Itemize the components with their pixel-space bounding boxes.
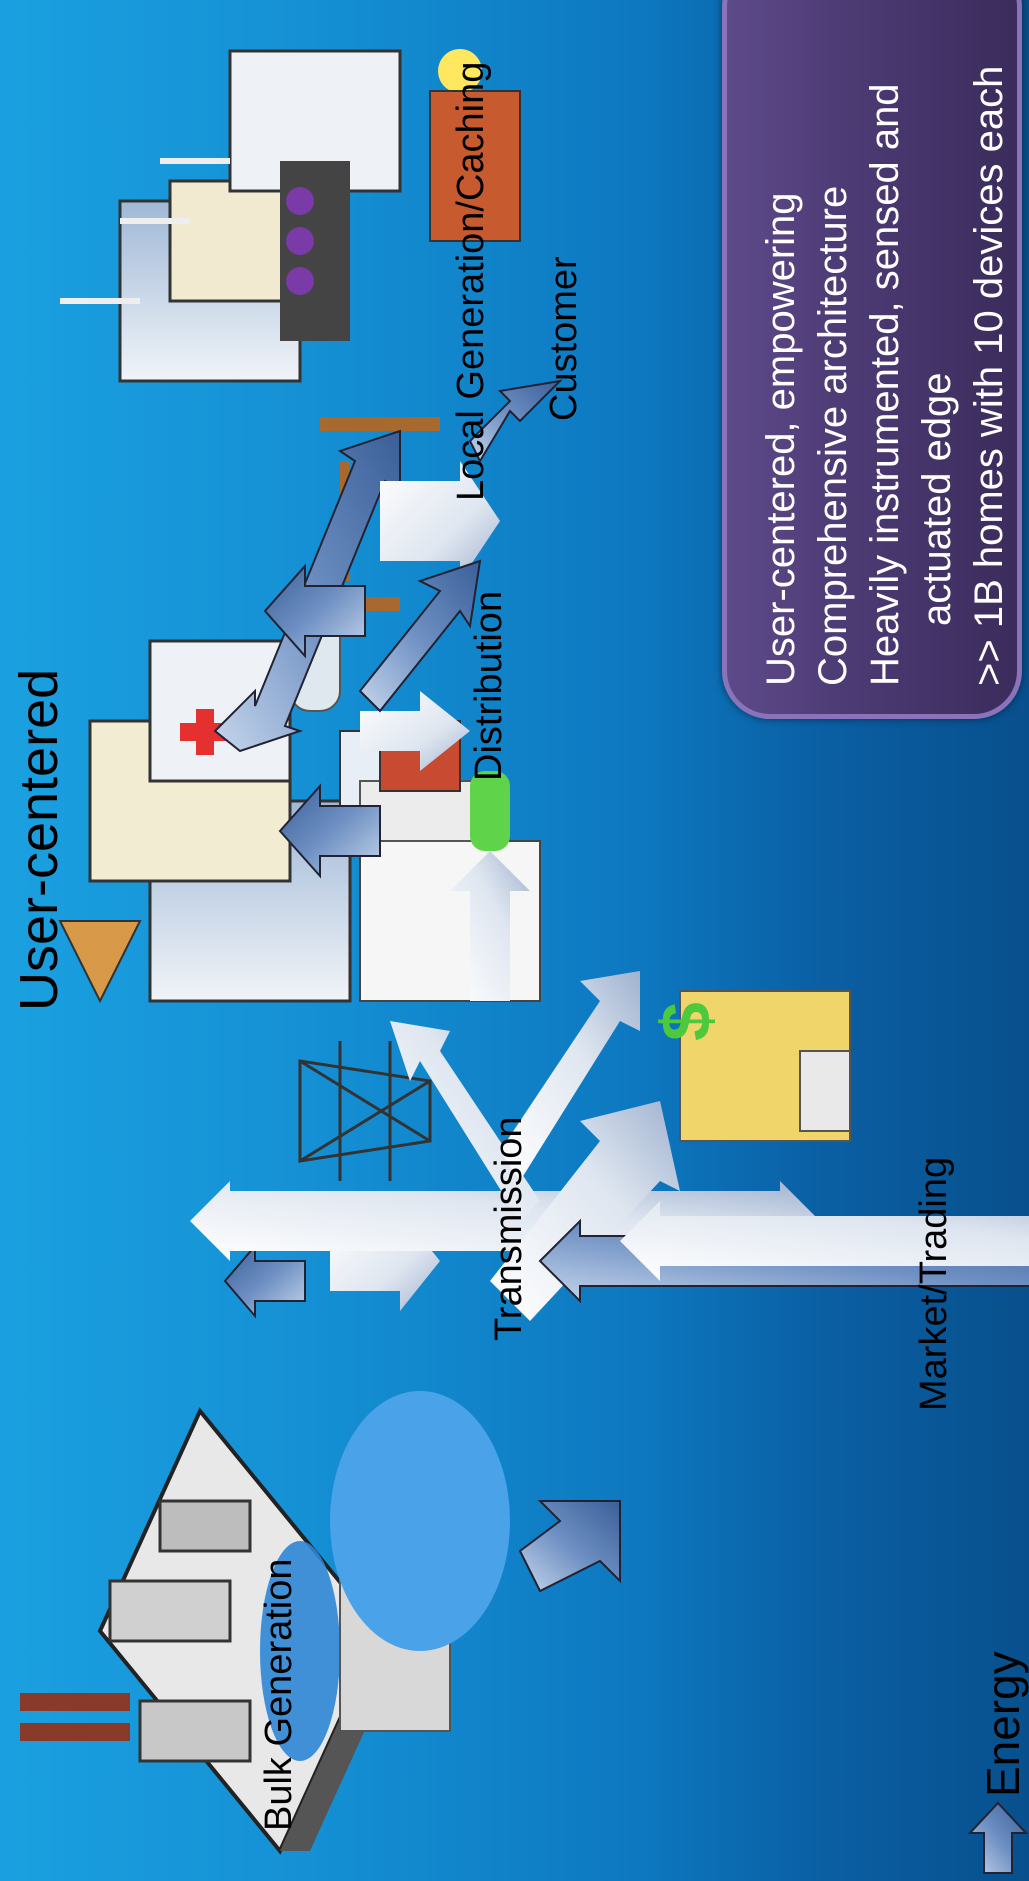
legend-label: Energy [977, 1651, 1029, 1797]
bullet-2: Comprehensive architecture [811, 185, 855, 686]
arrow-cross-2 [500, 971, 640, 1181]
arrow-transmission-diag [390, 1021, 540, 1221]
bullet-3: Heavily instrumented, sensed and [863, 83, 907, 686]
bullet-4: >> 1B homes with 10 devices each [967, 65, 1011, 686]
label-transmission: Transmission [488, 1116, 530, 1341]
arrow-dist-up [278, 783, 381, 879]
market-building-icon: $ [647, 990, 851, 1142]
arrow-vertical-long-light [620, 1201, 1029, 1281]
svg-text:$: $ [647, 1002, 725, 1041]
flow-arrows [190, 379, 1029, 1593]
arrow-dist-light [360, 691, 470, 771]
label-customer: Customer [543, 256, 585, 421]
label-bulk-generation: Bulk Generation [258, 1558, 300, 1832]
legend: Energy [968, 1651, 1029, 1877]
arrow-local-light-down [380, 461, 500, 581]
arrow-bulk-up [223, 1243, 306, 1319]
arrow-transmission-diag-2 [490, 1101, 680, 1321]
arrow-customer-double [468, 379, 563, 464]
transmission-tower-icon [298, 1041, 432, 1181]
summary-box: User-centered, empowering Comprehensive … [722, 0, 1022, 719]
energy-arrow-icon [968, 1801, 1028, 1874]
local-generation-icon [60, 49, 521, 383]
arrow-local-up [263, 563, 366, 659]
label-distribution: Distribution [468, 590, 510, 781]
label-local-generation: Local Generation/Caching [450, 61, 492, 501]
arrow-hydro-diag [518, 1500, 621, 1593]
arrow-cross-1 [450, 851, 530, 1001]
hydro-dam-icon [260, 1391, 510, 1761]
bullet-3-continued: actuated edge [915, 372, 959, 626]
bullet-1: User-centered, empowering [759, 192, 803, 686]
arrow-dist-cross [358, 559, 482, 713]
label-market-trading: Market/Trading [913, 1156, 955, 1411]
